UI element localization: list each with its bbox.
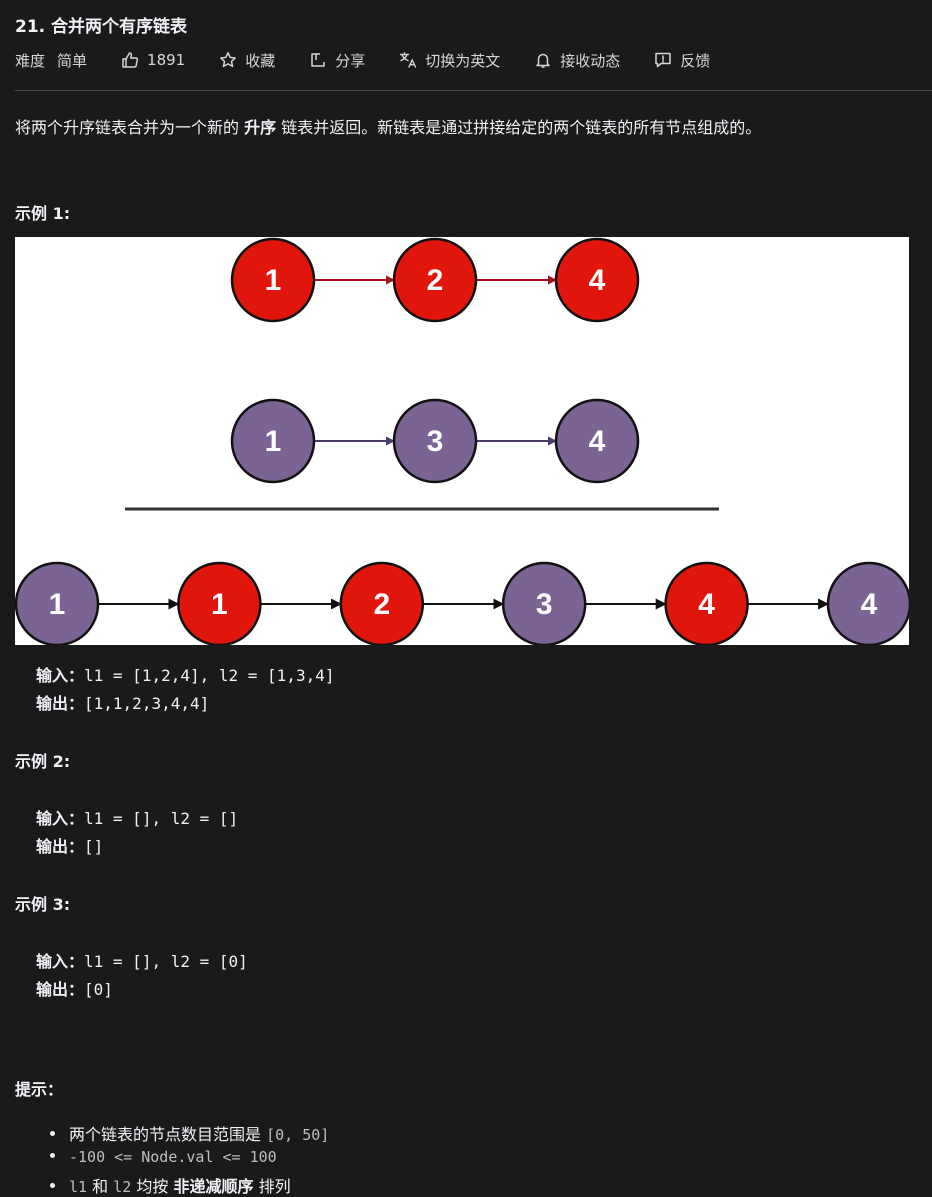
merged-node-circle	[501, 561, 587, 645]
merged-node-value: 1	[49, 588, 66, 621]
merged-node-circle	[15, 561, 100, 645]
merged-lists-diagram: 1 2 4 1 3 4 1 1 2 3 4 4	[15, 237, 909, 645]
thumbs-up-icon	[121, 51, 139, 69]
hint-item: 两个链表的节点数目范围是 [0, 50]	[50, 1121, 329, 1145]
description-emphasis: 升序	[244, 118, 277, 137]
difficulty-value: 简单	[57, 51, 88, 70]
merged-node-circle	[826, 561, 909, 645]
hint-text: 和	[87, 1177, 114, 1196]
output-value: [1,1,2,3,4,4]	[84, 694, 210, 713]
hint-text: 均按	[131, 1177, 174, 1196]
star-icon	[219, 51, 237, 69]
list1-row: 1 2 4	[230, 237, 640, 323]
list1-node-value: 4	[589, 264, 606, 297]
list2-node-circle	[392, 398, 478, 484]
output-label: 输出：	[36, 694, 85, 713]
bell-icon	[534, 51, 552, 69]
output-value: [0]	[84, 980, 113, 999]
favorite-button[interactable]: 收藏	[219, 50, 275, 71]
example-1-input: 输入：l1 = [1,2,4], l2 = [1,3,4]	[36, 662, 334, 686]
description-text-2: 链表并返回。新链表是通过拼接给定的两个链表的所有节点组成的。	[276, 118, 762, 137]
output-value: []	[84, 837, 104, 856]
favorite-label: 收藏	[245, 51, 276, 70]
list2-node-value: 1	[265, 425, 282, 458]
problem-toolbar: 难度 简单 1891 收藏	[15, 48, 744, 72]
example-3-output: 输出：[0]	[36, 976, 113, 1000]
list2-row: 1 3 4	[230, 398, 640, 484]
feedback-button[interactable]: 反馈	[654, 50, 710, 71]
difficulty-label: 难度	[15, 51, 46, 70]
merged-node-circle	[664, 561, 749, 645]
hint-item: l1 和 l2 均按 非递减顺序 排列	[50, 1173, 291, 1197]
list1-node-value: 2	[427, 264, 444, 297]
example-2-input: 输入：l1 = [], l2 = []	[36, 805, 238, 829]
example-1-output: 输出：[1,1,2,3,4,4]	[36, 690, 209, 714]
bullet	[50, 1153, 55, 1158]
share-icon	[309, 51, 327, 69]
difficulty: 难度 简单	[15, 50, 87, 71]
list1-node-circle	[554, 237, 640, 323]
bullet	[50, 1131, 55, 1136]
share-label: 分享	[335, 51, 366, 70]
bullet	[50, 1183, 55, 1188]
example-3-input: 输入：l1 = [], l2 = [0]	[36, 948, 248, 972]
share-button[interactable]: 分享	[309, 50, 365, 71]
description-text-1: 将两个升序链表合并为一个新的	[15, 118, 245, 137]
header-divider	[15, 90, 932, 91]
example-1-title: 示例 1:	[15, 204, 71, 223]
example-2-output: 输出：[]	[36, 833, 103, 857]
input-label: 输入：	[36, 952, 85, 971]
example-1-figure: 1 2 4 1 3 4 1 1 2 3 4 4	[15, 237, 909, 645]
problem-description: 将两个升序链表合并为一个新的 升序 链表并返回。新链表是通过拼接给定的两个链表的…	[15, 114, 761, 138]
output-label: 输出：	[36, 980, 85, 999]
output-label: 输出：	[36, 837, 85, 856]
hint-code: -100 <= Node.val <= 100	[69, 1148, 277, 1166]
hint-code-l1: l1	[69, 1178, 88, 1196]
problem-title: 21. 合并两个有序链表	[15, 17, 188, 37]
list2-node-value: 4	[589, 425, 606, 458]
hint-text: 排列	[253, 1177, 291, 1196]
notify-label: 接收动态	[560, 51, 621, 70]
input-value: l1 = [1,2,4], l2 = [1,3,4]	[84, 666, 335, 685]
list2-node-circle	[554, 398, 640, 484]
hints-title: 提示：	[15, 1080, 64, 1099]
input-label: 输入：	[36, 809, 85, 828]
example-2-title: 示例 2:	[15, 752, 71, 771]
list1-node-circle	[230, 237, 316, 323]
merged-node-circle	[177, 561, 262, 645]
like-button[interactable]: 1891	[121, 51, 185, 69]
merged-row: 1 1 2 3 4 4	[15, 561, 909, 645]
input-value: l1 = [], l2 = []	[84, 809, 239, 828]
example-3-title: 示例 3:	[15, 895, 71, 914]
list1-node-value: 1	[265, 264, 282, 297]
list2-node-value: 3	[427, 425, 444, 458]
switch-language-label: 切换为英文	[425, 51, 501, 70]
translate-icon	[399, 51, 417, 69]
notify-button[interactable]: 接收动态	[534, 50, 620, 71]
hint-text: 两个链表的节点数目范围是	[69, 1125, 267, 1144]
list2-node-circle	[230, 398, 316, 484]
hint-emphasis: 非递减顺序	[173, 1177, 254, 1196]
merged-node-value: 1	[211, 588, 228, 621]
merged-node-value: 2	[373, 588, 390, 621]
hint-code: [0, 50]	[266, 1126, 330, 1144]
feedback-label: 反馈	[680, 51, 711, 70]
hint-item: -100 <= Node.val <= 100	[50, 1147, 277, 1166]
like-count: 1891	[147, 51, 186, 69]
switch-language-button[interactable]: 切换为英文	[399, 50, 500, 71]
feedback-icon	[654, 51, 672, 69]
list1-node-circle	[392, 237, 478, 323]
hint-code-l2: l2	[113, 1178, 132, 1196]
input-label: 输入：	[36, 666, 85, 685]
merged-node-value: 4	[861, 588, 878, 621]
merged-node-value: 3	[536, 588, 553, 621]
input-value: l1 = [], l2 = [0]	[84, 952, 248, 971]
merged-node-circle	[339, 561, 425, 645]
merged-node-value: 4	[698, 588, 715, 621]
